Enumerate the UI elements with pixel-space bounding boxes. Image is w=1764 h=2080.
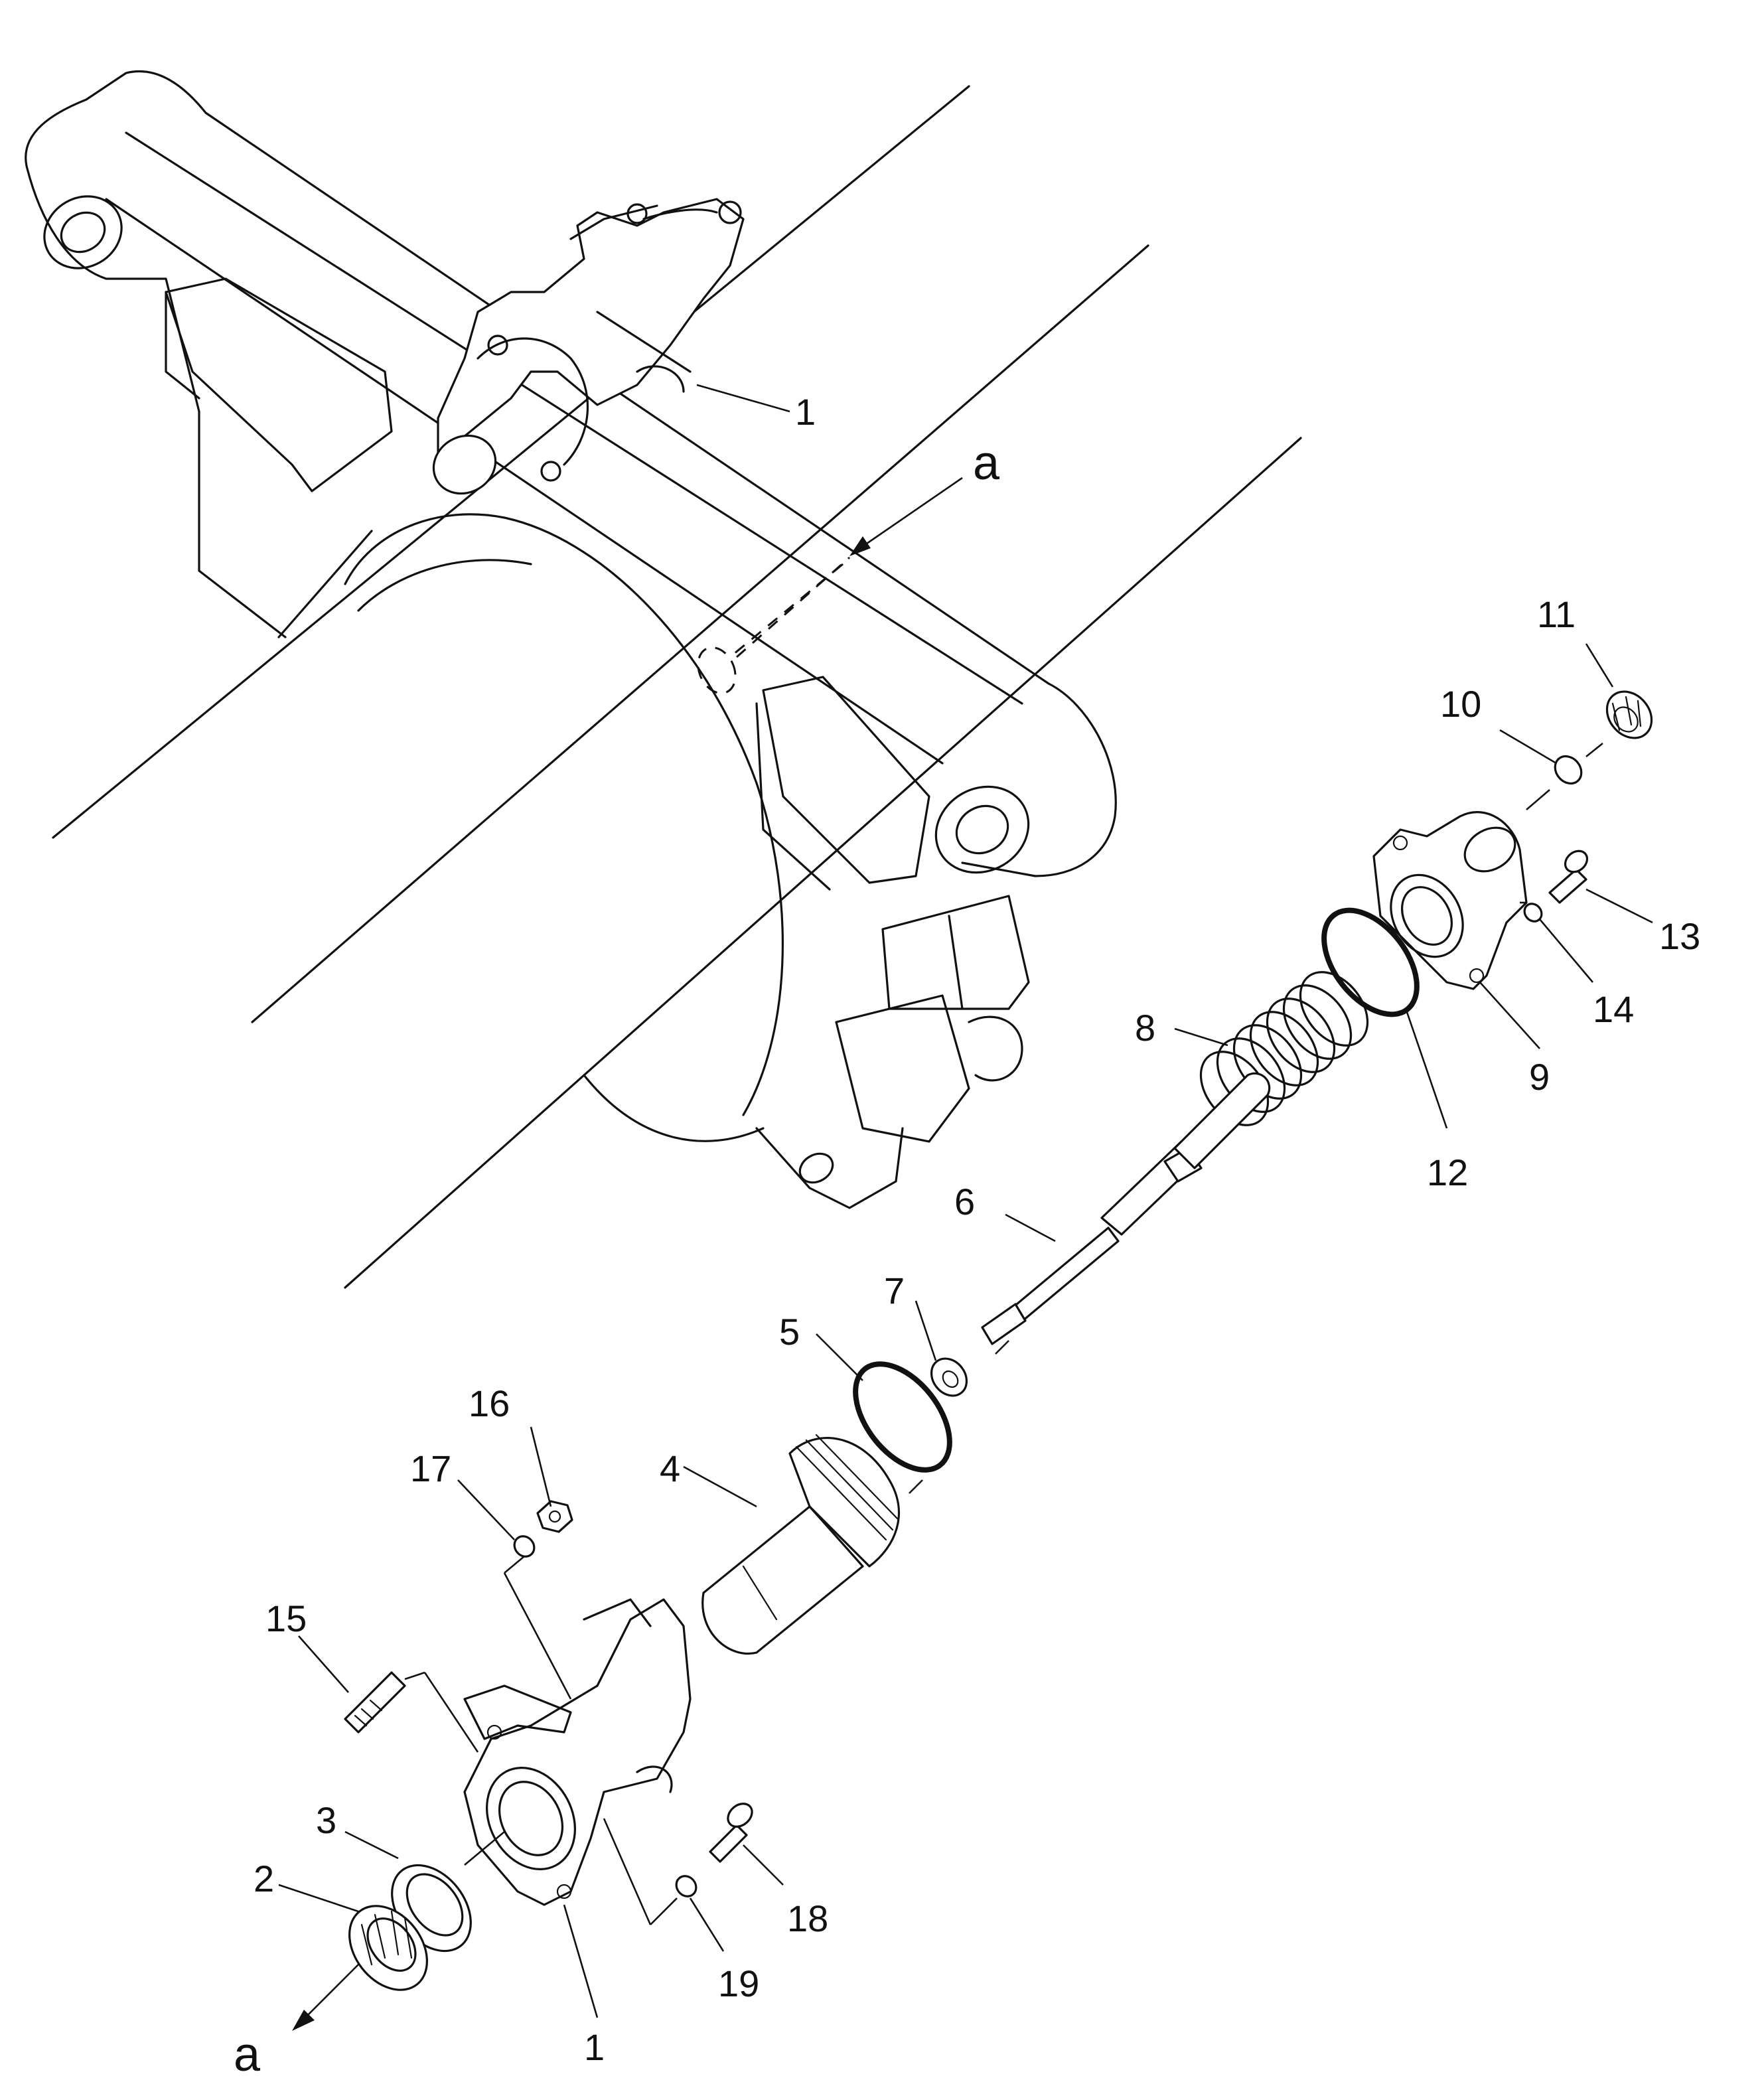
part-7-washer (930, 1357, 968, 1397)
part-16-nut (536, 1500, 573, 1533)
callout-12: 12 (1427, 1151, 1468, 1193)
callout-7: 7 (884, 1270, 905, 1311)
part-13-bolt (1548, 850, 1589, 904)
callout-19: 19 (718, 1963, 759, 2004)
part-15-stud (344, 1671, 406, 1734)
callout-a-top: a (973, 437, 1000, 490)
assembled-cylinder-unit (432, 198, 745, 495)
callout-13: 13 (1659, 915, 1700, 957)
part-5-o-ring (853, 1361, 952, 1473)
leader-lines (278, 384, 1653, 2018)
part-9-cover (1372, 811, 1528, 990)
part-1-cylinder-body (463, 1598, 692, 1906)
callout-5: 5 (779, 1311, 800, 1353)
part-17-washer (513, 1535, 536, 1558)
callout-1-bottom: 1 (584, 2026, 605, 2068)
part-11-nut (1605, 690, 1653, 739)
callout-8: 8 (1135, 1007, 1155, 1049)
callout-14: 14 (1593, 988, 1634, 1030)
callout-a-bottom: a (234, 2028, 261, 2080)
callout-6: 6 (954, 1181, 975, 1223)
part-19-washer (675, 1875, 698, 1897)
part-10-o-ring (1554, 755, 1583, 785)
callout-4: 4 (660, 1448, 680, 1489)
callout-9: 9 (1529, 1056, 1550, 1098)
part-12-o-ring (1321, 907, 1420, 1017)
callout-15: 15 (265, 1597, 307, 1639)
callout-16: 16 (469, 1382, 510, 1424)
part-6-rod (981, 1072, 1271, 1345)
callout-10: 10 (1440, 683, 1481, 725)
view-arrow-top (729, 477, 963, 658)
callout-11: 11 (1537, 593, 1576, 635)
arm-bracket (25, 70, 1117, 1209)
part-18-bolt (709, 1803, 753, 1863)
callout-1-top: 1 (795, 391, 816, 433)
part-4-piston (701, 1434, 900, 1655)
part-14-washer (1523, 903, 1543, 923)
assembly-axis-lines (404, 742, 1603, 1925)
view-arrow-bottom (292, 1964, 359, 2031)
callout-18: 18 (787, 1897, 828, 1939)
part-2-nut (348, 1905, 428, 1991)
callout-2: 2 (254, 1858, 274, 1899)
callout-labels: 1 a 11 10 13 14 9 12 8 6 7 5 4 16 17 15 … (234, 391, 1700, 2080)
callout-17: 17 (410, 1448, 451, 1489)
callout-3: 3 (316, 1799, 336, 1841)
axle-cylinder (52, 85, 1302, 1289)
